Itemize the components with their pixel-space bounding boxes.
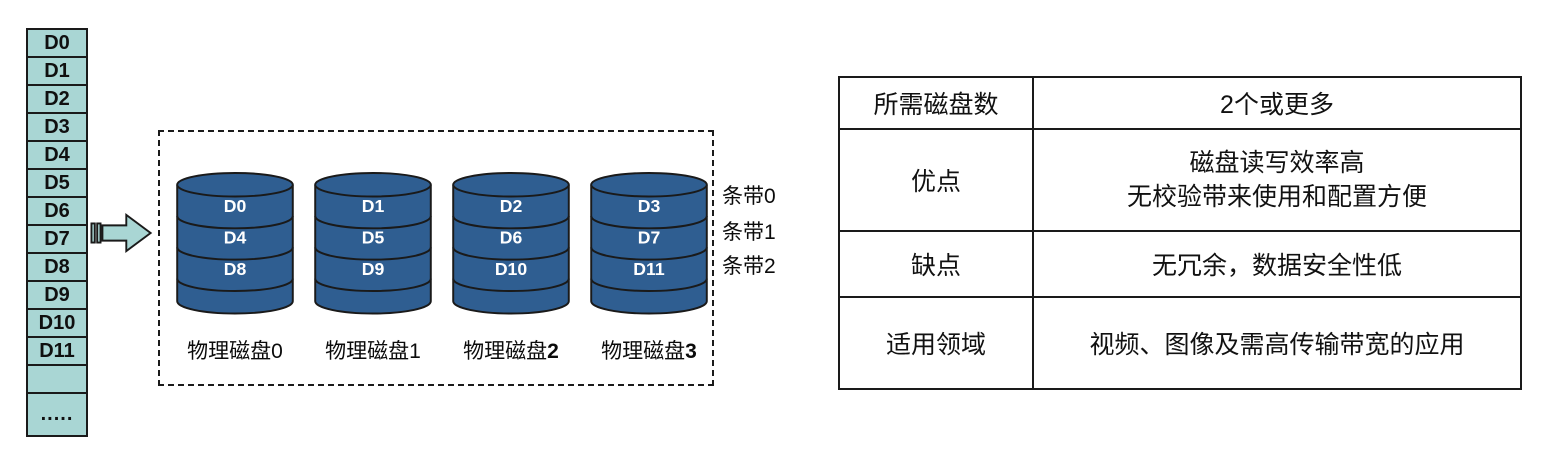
physical-disk-1-label: 物理磁盘1 (314, 335, 432, 365)
advantage-line-2: 无校验带来使用和配置方便 (1126, 183, 1427, 211)
table-row: 优点 磁盘读写效率高 无校验带来使用和配置方便 (838, 128, 1522, 232)
disk-block-label: D9 (362, 259, 385, 279)
physical-disk-0: D0 D4 D8 (176, 172, 294, 315)
disk-cylinder-icon: D3 D7 D11 (590, 172, 708, 315)
logical-block: D0 (26, 28, 88, 58)
disk-block-label: D0 (224, 196, 247, 216)
stripe-1-label: 条带1 (722, 221, 776, 244)
physical-disk-0-label: 物理磁盘0 (176, 335, 294, 365)
row-header-disadvantages: 缺点 (838, 230, 1034, 298)
disk-block-label: D1 (362, 196, 385, 216)
raid0-attribute-table: 所需磁盘数 2个或更多 优点 磁盘读写效率高 无校验带来使用和配置方便 缺点 无… (838, 76, 1522, 390)
disk-block-label: D6 (500, 228, 523, 248)
logical-block: D6 (26, 196, 88, 226)
row-header-advantages: 优点 (838, 128, 1034, 232)
row-header-disks-required: 所需磁盘数 (838, 76, 1034, 130)
physical-disk-3-label: 物理磁盘3 (590, 335, 708, 365)
disk-block-label: D8 (224, 259, 247, 279)
disk-block-label: D10 (495, 259, 528, 279)
disk-block-label: D4 (224, 228, 247, 248)
disk-block-label: D2 (500, 196, 523, 216)
disk-block-label: D5 (362, 228, 385, 248)
physical-disk-1: D1 D5 D9 (314, 172, 432, 315)
logical-block-stack: D0 D1 D2 D3 D4 D5 D6 D7 D8 D9 D10 D11 ..… (26, 28, 88, 437)
mapping-arrow-icon (90, 212, 153, 254)
table-row: 缺点 无冗余，数据安全性低 (838, 230, 1522, 298)
logical-block-empty (26, 364, 88, 394)
disk-label-text: 物理磁盘 (187, 340, 272, 363)
disk-label-number: 2 (547, 340, 559, 363)
advantage-line-1: 磁盘读写效率高 (1189, 148, 1365, 177)
disk-cylinder-icon: D1 D5 D9 (314, 172, 432, 315)
disk-cylinder-icon: D0 D4 D8 (176, 172, 294, 315)
table-row: 适用领域 视频、图像及需高传输带宽的应用 (838, 296, 1522, 390)
disk-block-label: D11 (633, 259, 665, 279)
disk-label-number: 1 (409, 340, 421, 363)
disk-label-text: 物理磁盘 (463, 340, 548, 363)
logical-block: D2 (26, 84, 88, 114)
physical-disk-group-box: D0 D4 D8 D1 D5 D9 (158, 130, 714, 386)
logical-block: D9 (26, 280, 88, 310)
row-value-advantages: 磁盘读写效率高 无校验带来使用和配置方便 (1032, 128, 1522, 232)
stripe-2-label: 条带2 (722, 255, 776, 278)
row-value-disks-required: 2个或更多 (1032, 76, 1522, 130)
disk-cylinder-icon: D2 D6 D10 (452, 172, 570, 315)
physical-disk-2: D2 D6 D10 (452, 172, 570, 315)
logical-block: D10 (26, 308, 88, 338)
disk-label-text: 物理磁盘 (601, 340, 686, 363)
disk-label-number: 0 (271, 340, 283, 363)
logical-block: D1 (26, 56, 88, 86)
row-value-disadvantages: 无冗余，数据安全性低 (1032, 230, 1522, 298)
stripe-0-label: 条带0 (722, 185, 776, 208)
disk-label-number: 3 (685, 340, 697, 363)
row-header-use-cases: 适用领域 (838, 296, 1034, 390)
row-value-use-cases: 视频、图像及需高传输带宽的应用 (1032, 296, 1522, 390)
physical-disk-2-label: 物理磁盘2 (452, 335, 570, 365)
disk-label-text: 物理磁盘 (325, 340, 410, 363)
logical-block: D8 (26, 252, 88, 282)
physical-disk-3: D3 D7 D11 (590, 172, 708, 315)
logical-block-ellipsis: ..... (26, 392, 88, 437)
logical-block: D4 (26, 140, 88, 170)
logical-block: D5 (26, 168, 88, 198)
logical-block: D3 (26, 112, 88, 142)
disk-block-label: D7 (638, 228, 661, 248)
logical-block: D11 (26, 336, 88, 366)
table-row: 所需磁盘数 2个或更多 (838, 76, 1522, 130)
disk-block-label: D3 (638, 196, 661, 216)
logical-block: D7 (26, 224, 88, 254)
